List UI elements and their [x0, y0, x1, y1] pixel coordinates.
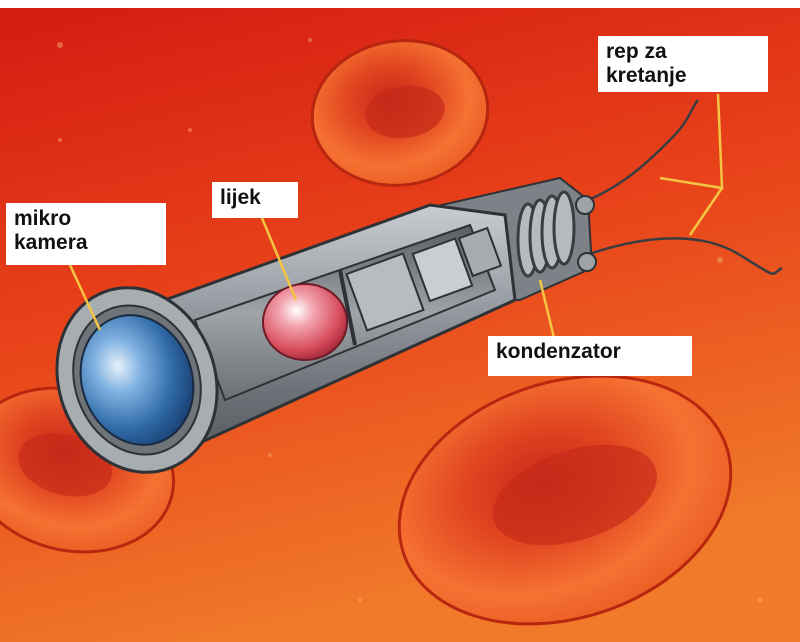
capacitor-coil	[518, 192, 574, 276]
label-capacitor: kondenzator	[488, 336, 692, 376]
label-micro-camera: mikro kamera	[6, 203, 166, 265]
drug-capsule	[263, 284, 347, 360]
top-border	[0, 0, 800, 8]
label-propulsion-tail: rep za kretanje	[598, 36, 768, 92]
label-drug: lijek	[212, 182, 298, 218]
